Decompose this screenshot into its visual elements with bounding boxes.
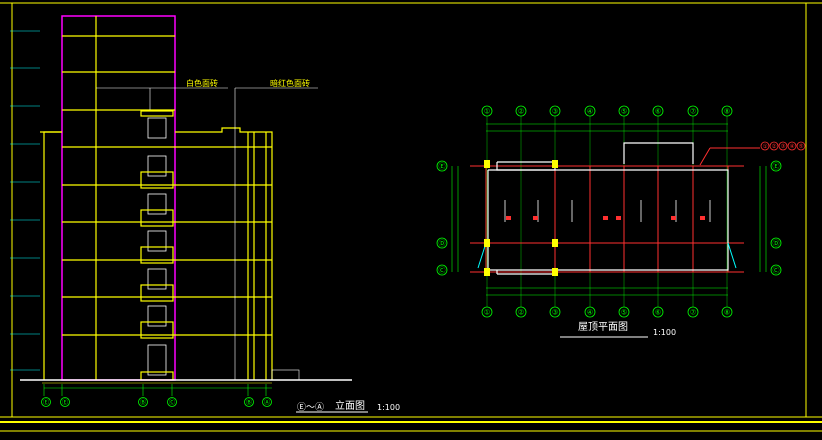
- roof-top-axis-8: ⑧: [724, 107, 730, 115]
- window-column: [147, 117, 167, 376]
- roof-top-axis-4: ④: [587, 107, 593, 115]
- roof-bottom-axis-bubbles: ① ② ③ ④ ⑤ ⑥ ⑦ ⑧: [481, 306, 733, 318]
- roof-parapet: [487, 142, 729, 275]
- roof-callout-axis-3-circle: [778, 141, 788, 151]
- roof-top-axis-7-circle: [687, 105, 699, 117]
- elevation-axis-4-circle: [167, 397, 177, 407]
- roof-bottom-axis-2: ②: [518, 308, 524, 316]
- roof-top-axis-2: ②: [518, 107, 524, 115]
- roof-callout-axis-1-circle: [760, 141, 770, 151]
- elevation-axis-6-circle: [262, 397, 272, 407]
- roof-top-axis-7: ⑦: [690, 107, 696, 115]
- elevation-axis-3-circle: [138, 397, 148, 407]
- elevation-axis-5-circle: [244, 397, 254, 407]
- roof-left-axis-1-circle: [436, 160, 448, 172]
- roof-bottom-axis-2-circle: [515, 306, 527, 318]
- roof-bottom-axis-4-circle: [584, 306, 596, 318]
- roof-callout-axis-5-circle: [796, 141, 806, 151]
- roof-right-axis-1-circle: [770, 160, 782, 172]
- roof-callout-axis-2-circle: [769, 141, 779, 151]
- roof-callout-axis-5: ⑤: [798, 143, 803, 150]
- material-leaders: [96, 87, 318, 110]
- roof-bottom-axis-4: ④: [587, 308, 593, 316]
- roof-left-axis-2-circle: [436, 237, 448, 249]
- roof-top-axis-6: ⑥: [655, 107, 661, 115]
- roof-left-axis-bubbles: Ⓔ Ⓓ Ⓒ: [436, 160, 448, 276]
- roof-plan-title: 屋顶平面图: [578, 321, 628, 333]
- roof-bottom-axis-3-circle: [549, 306, 561, 318]
- roof-plan-scale: 1:100: [653, 328, 676, 337]
- elevation-axis-5: Ⓑ: [246, 398, 253, 406]
- elevation-axis-6: Ⓐ: [264, 398, 271, 406]
- right-wing: [175, 88, 300, 381]
- roof-bottom-axis-6-circle: [652, 306, 664, 318]
- roof-top-axis-5: ⑤: [621, 107, 627, 115]
- stair-corners: [477, 242, 737, 269]
- roof-callout-axis-1: ①: [762, 143, 767, 150]
- roof-top-axis-2-circle: [515, 105, 527, 117]
- roof-right-axis-3: Ⓒ: [773, 266, 780, 274]
- roof-bottom-axis-3: ③: [552, 308, 558, 316]
- roof-top-axis-3: ③: [552, 107, 558, 115]
- roof-top-axis-1: ①: [484, 107, 490, 115]
- roof-right-axis-3-circle: [770, 264, 782, 276]
- roof-left-axis-3-circle: [436, 264, 448, 276]
- white-tile-label: 白色面砖: [186, 78, 218, 88]
- roof-top-axis-8-circle: [721, 105, 733, 117]
- elevation-axis-1-circle: [41, 397, 51, 407]
- roof-top-axis-3-circle: [549, 105, 561, 117]
- floor-lines: [62, 16, 175, 380]
- elevation-scale: 1:100: [377, 403, 400, 412]
- roof-columns: [484, 160, 558, 276]
- elevation-title-prefix: Ⓔ～Ⓐ: [297, 402, 324, 413]
- drawing-frame: [0, 2, 822, 432]
- roof-bottom-axis-6: ⑥: [655, 308, 661, 316]
- roof-dimension-lines: [451, 123, 767, 296]
- roof-top-axis-1-circle: [481, 105, 493, 117]
- roof-left-axis-1: Ⓔ: [439, 162, 446, 170]
- roof-top-axis-5-circle: [618, 105, 630, 117]
- roof-grid-lines: [486, 116, 728, 307]
- balcony-rails: [140, 110, 174, 381]
- elevation-dimension: [43, 384, 272, 396]
- roof-callout-axis-4-circle: [787, 141, 797, 151]
- level-marks-left: [10, 30, 40, 371]
- elevation-axis-bubbles: Ⓔ Ⓔ Ⓑ Ⓒ Ⓑ Ⓐ: [41, 397, 272, 407]
- roof-walls: [470, 147, 760, 273]
- roof-left-axis-3: Ⓒ: [439, 266, 446, 274]
- roof-right-axis-bubbles: Ⓔ Ⓓ Ⓒ: [770, 160, 782, 276]
- elevation-axis-2-circle: [60, 397, 70, 407]
- roof-right-axis-1: Ⓔ: [773, 162, 780, 170]
- roof-bottom-axis-5-circle: [618, 306, 630, 318]
- roof-top-axis-bubbles: ① ② ③ ④ ⑤ ⑥ ⑦ ⑧: [481, 105, 733, 117]
- roof-bottom-axis-8: ⑧: [724, 308, 730, 316]
- roof-drain-markers: [506, 216, 705, 220]
- roof-callout-axis-2: ②: [771, 143, 776, 150]
- elevation-axis-4: Ⓒ: [169, 398, 176, 406]
- left-wing: [40, 131, 62, 380]
- roof-callout-axis-4: ④: [789, 143, 794, 150]
- roof-bottom-axis-1: ①: [484, 308, 490, 316]
- roof-top-axis-6-circle: [652, 105, 664, 117]
- roof-bottom-axis-1-circle: [481, 306, 493, 318]
- roof-right-axis-2: Ⓓ: [773, 239, 780, 247]
- roof-bottom-axis-5: ⑤: [621, 308, 627, 316]
- red-tile-label: 暗红色面砖: [270, 78, 310, 88]
- stair-tower-outline: [61, 15, 176, 381]
- roof-bottom-axis-7-circle: [687, 306, 699, 318]
- roof-left-axis-2: Ⓓ: [439, 239, 446, 247]
- elevation-title: 立面图: [335, 399, 365, 412]
- elevation-axis-2: Ⓔ: [62, 398, 69, 406]
- elevation-axis-3: Ⓑ: [140, 398, 147, 406]
- roof-top-axis-4-circle: [584, 105, 596, 117]
- roof-callout-axis-3: ③: [780, 143, 785, 150]
- roof-bottom-axis-7: ⑦: [690, 308, 696, 316]
- elevation-axis-1: Ⓔ: [43, 398, 50, 406]
- elevation-drawing: Ⓔ Ⓔ Ⓑ Ⓒ Ⓑ Ⓐ 白色面砖 暗红色面砖 Ⓔ～Ⓐ 立面图 1:100: [10, 15, 400, 413]
- roof-bottom-axis-8-circle: [721, 306, 733, 318]
- roof-right-axis-2-circle: [770, 237, 782, 249]
